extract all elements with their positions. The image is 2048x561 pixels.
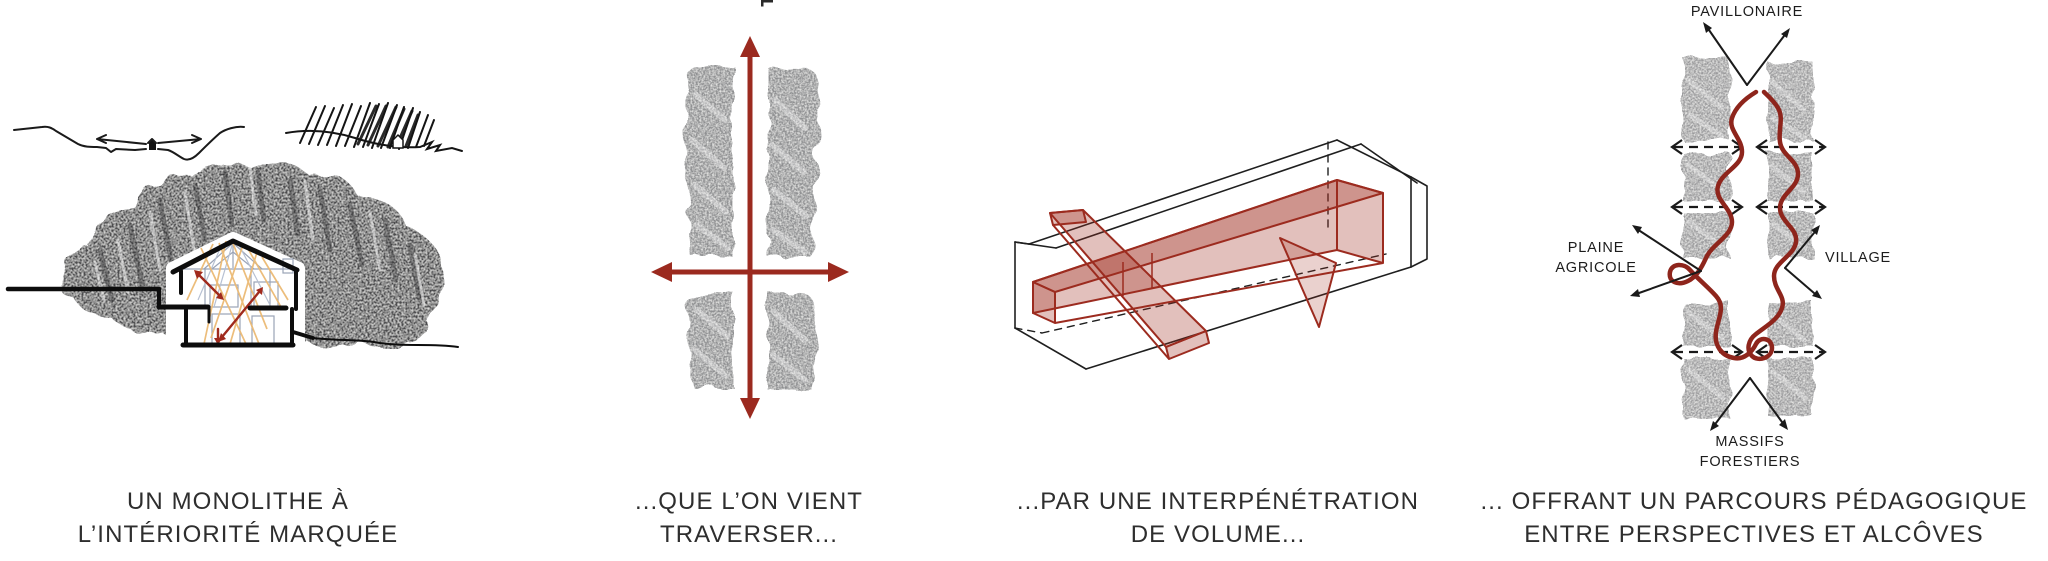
charcoal-bars bbox=[683, 65, 821, 390]
crossing-arrows bbox=[651, 36, 849, 419]
house-cutout bbox=[166, 232, 305, 356]
label-forestiers: FORESTIERS bbox=[1700, 454, 1801, 470]
caption-line: L’INTÉRIORITÉ MARQUÉE bbox=[77, 521, 399, 548]
monolith-sketch bbox=[5, 102, 463, 356]
label-agricole: AGRICOLE bbox=[1555, 260, 1636, 276]
red-volume bbox=[1032, 179, 1384, 360]
parcours-diagram: PAVILLONAIRE PLAINE AGRICOLE VILLAGE MAS… bbox=[1555, 4, 1891, 470]
section-linework bbox=[5, 238, 459, 348]
caption-monolithe: UN MONOLITHE À L’INTÉRIORITÉ MARQUÉE bbox=[0, 485, 476, 551]
caption-traverser: ...QUE L’ON VIENT TRAVERSER... bbox=[500, 485, 998, 551]
view-arrows bbox=[194, 270, 263, 345]
caption-line: ENTRE PERSPECTIVES ET ALCÔVES bbox=[1524, 521, 1984, 548]
caption-line: DE VOLUME... bbox=[1130, 521, 1306, 548]
caption-parcours: ... OFFRANT UN PARCOURS PÉDAGOGIQUE ENTR… bbox=[1460, 485, 2048, 551]
caption-line: TRAVERSER... bbox=[659, 521, 839, 548]
bar-streaks bbox=[689, 92, 809, 383]
caption-line: ...QUE L’ON VIENT bbox=[634, 488, 864, 515]
volume-axon bbox=[1014, 139, 1428, 370]
label-pavillonaire: PAVILLONAIRE bbox=[1691, 4, 1803, 20]
parcours-path bbox=[1667, 89, 1801, 361]
label-massifs: MASSIFS bbox=[1715, 434, 1784, 450]
label-plaine: PLAINE bbox=[1568, 240, 1624, 256]
caption-line: ...PAR UNE INTERPÉNÉTRATION bbox=[1016, 488, 1420, 515]
vegetation-hatch bbox=[285, 102, 463, 153]
context-arrows bbox=[1630, 22, 1822, 431]
caption-line: ... OFFRANT UN PARCOURS PÉDAGOGIQUE bbox=[1480, 488, 2028, 515]
caption-line: UN MONOLITHE À bbox=[126, 488, 350, 515]
crop-artifact bbox=[761, 0, 773, 7]
label-village: VILLAGE bbox=[1825, 250, 1891, 266]
horizon-vignette bbox=[13, 125, 245, 161]
caption-interpenetration: ...PAR UNE INTERPÉNÉTRATION DE VOLUME... bbox=[980, 485, 1456, 551]
traverse-diagram bbox=[651, 0, 849, 419]
